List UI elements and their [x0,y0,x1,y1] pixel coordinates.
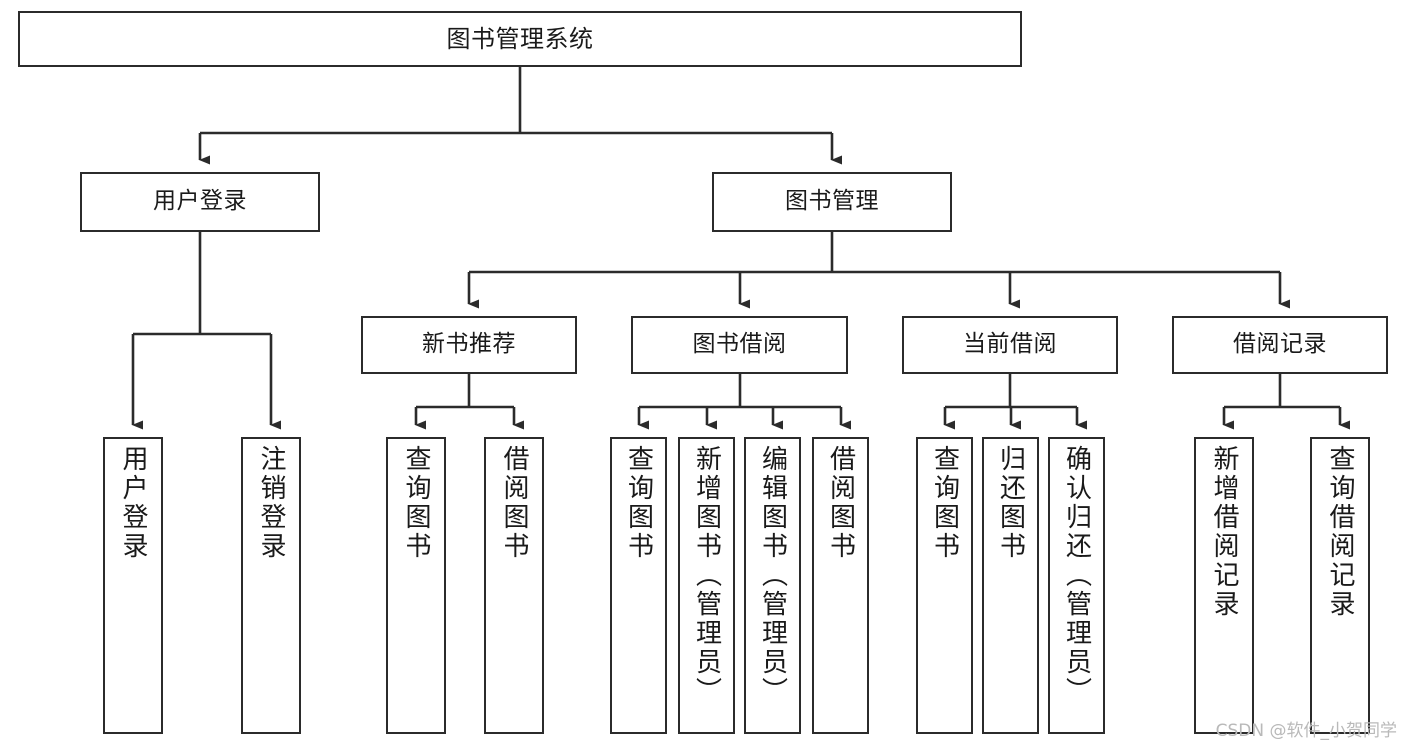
node-label-newbook-2: 借阅图书 [499,445,529,561]
node-current[interactable]: 当前借阅 [902,316,1118,374]
watermark-csdn: CSDN @软件_小贺同学 [1215,721,1397,741]
node-borrow-1[interactable]: 查询图书 [610,437,667,734]
node-label-records-1: 新增借阅记录 [1209,445,1239,619]
node-current-3[interactable]: 确认归还（管理员） [1048,437,1105,734]
node-label-current: 当前借阅 [963,331,1057,358]
node-borrow-4[interactable]: 借阅图书 [812,437,869,734]
node-records[interactable]: 借阅记录 [1172,316,1388,374]
node-borrow[interactable]: 图书借阅 [631,316,848,374]
node-records-1[interactable]: 新增借阅记录 [1194,437,1254,734]
node-borrow-3[interactable]: 编辑图书（管理员） [744,437,801,734]
node-root[interactable]: 图书管理系统 [18,11,1022,67]
node-bookmgmt[interactable]: 图书管理 [712,172,952,232]
node-label-borrow-1: 查询图书 [623,445,654,561]
node-label-bookmgmt: 图书管理 [785,188,879,215]
node-current-2[interactable]: 归还图书 [982,437,1039,734]
node-current-1[interactable]: 查询图书 [916,437,973,734]
node-label-borrow-3: 编辑图书（管理员） [757,445,788,706]
node-label-newbook-1: 查询图书 [401,445,431,561]
node-label-current-3: 确认归还（管理员） [1061,445,1092,706]
node-label-records-2: 查询借阅记录 [1325,445,1355,619]
node-newbook-2[interactable]: 借阅图书 [484,437,544,734]
node-label-borrow: 图书借阅 [692,331,787,358]
node-label-borrow-2: 新增图书（管理员） [691,445,722,706]
node-login[interactable]: 用户登录 [80,172,320,232]
node-login-2[interactable]: 注销登录 [241,437,301,734]
node-newbook-1[interactable]: 查询图书 [386,437,446,734]
node-label-login-1: 用户登录 [118,445,148,561]
node-label-root: 图书管理系统 [446,24,594,53]
node-records-2[interactable]: 查询借阅记录 [1310,437,1370,734]
node-newbook[interactable]: 新书推荐 [361,316,577,374]
node-label-current-2: 归还图书 [995,445,1026,561]
node-login-1[interactable]: 用户登录 [103,437,163,734]
node-borrow-2[interactable]: 新增图书（管理员） [678,437,735,734]
node-label-borrow-4: 借阅图书 [825,445,856,561]
node-label-login: 用户登录 [153,188,247,215]
node-label-newbook: 新书推荐 [422,331,516,358]
node-label-current-1: 查询图书 [929,445,960,561]
node-label-login-2: 注销登录 [256,445,286,561]
node-label-records: 借阅记录 [1233,331,1327,358]
